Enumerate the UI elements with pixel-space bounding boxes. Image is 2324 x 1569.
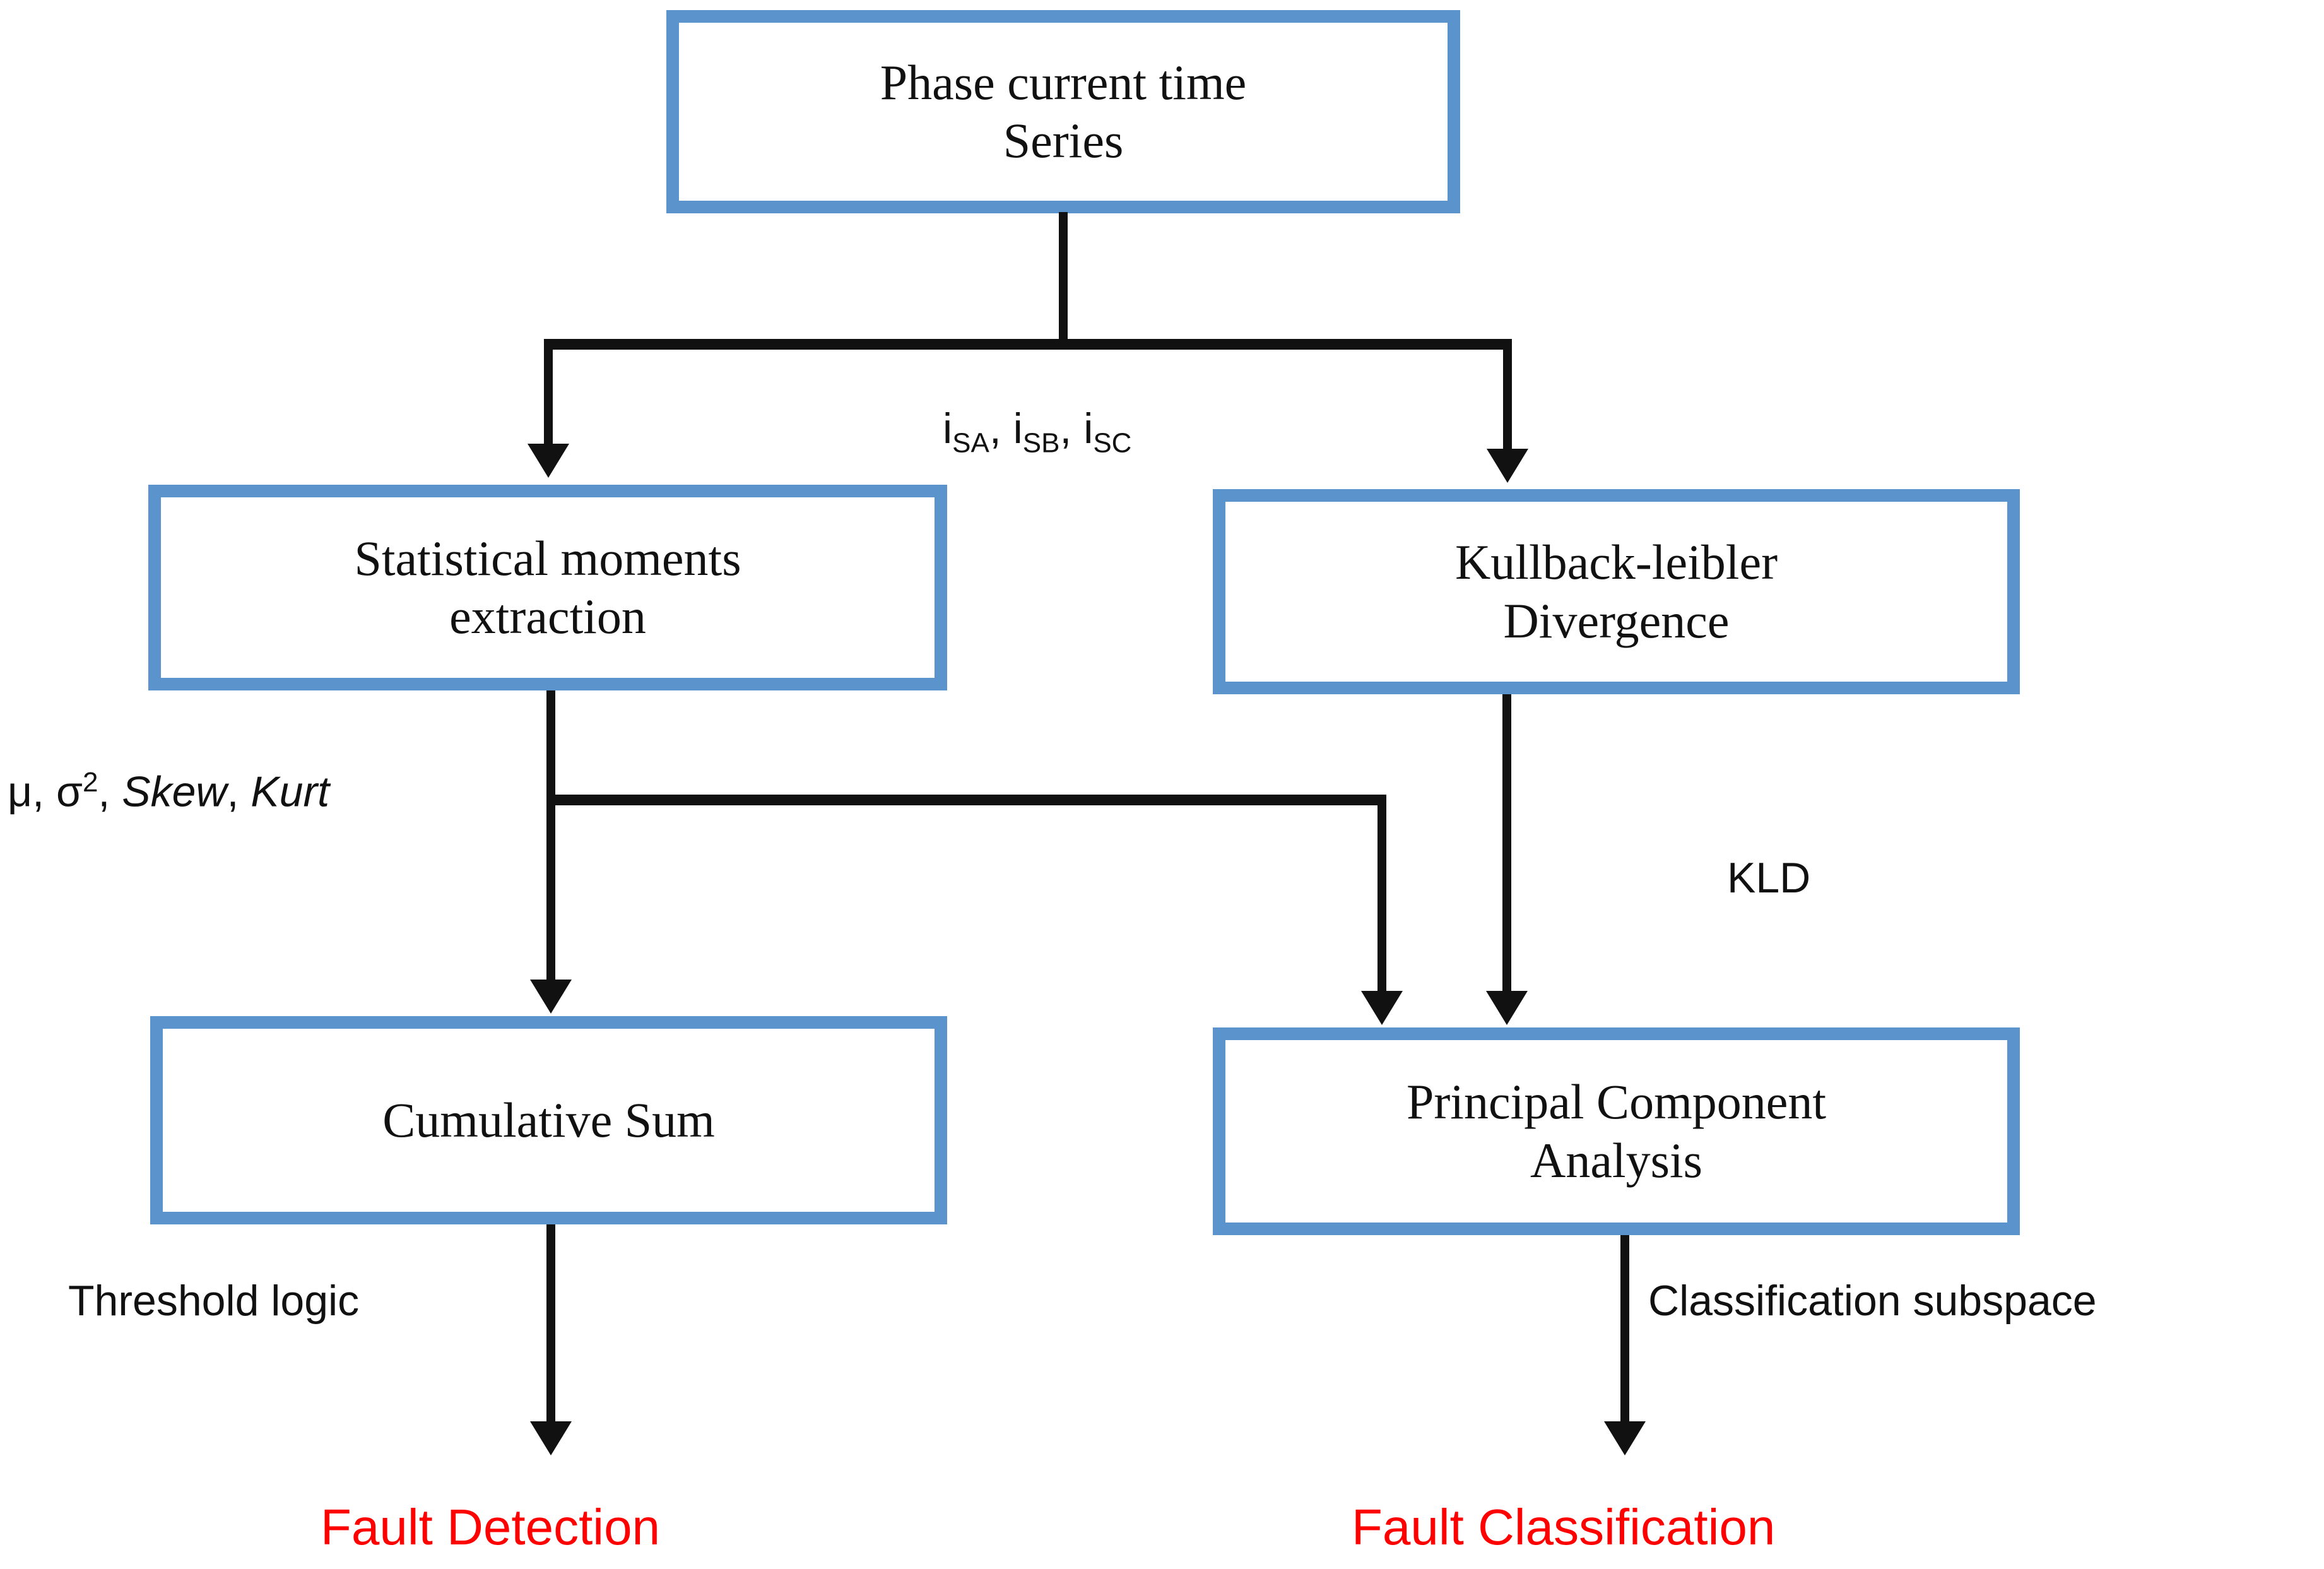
edge-label-phase-currents: iSA, iSB, iSC [943,407,1131,458]
node-cumulative-sum[interactable]: Cumulative Sum [150,1016,947,1224]
arrowhead-stats-to-pca [1361,991,1403,1025]
node-label-source: Phase current time Series [880,54,1247,168]
moments-mu-sigma: μ, σ [8,767,83,816]
moments-comma-1: , [98,767,122,816]
edge-label-kld: KLD [1727,854,1811,902]
moments-skew: Skew [122,767,227,816]
connector-split-bar [544,339,1512,350]
arrowhead-to-kld [1487,449,1528,483]
edge-label-classification-subspace: Classification subspace [1648,1277,2097,1325]
arrowhead-to-cusum [530,980,572,1014]
node-statistical-moments-extraction[interactable]: Statistical moments extraction [148,485,947,690]
moments-kurt: Kurt [251,767,330,816]
current-a-symbol: i [943,405,953,453]
connector-stats-trunk [546,690,555,1002]
connector-source-stem [1059,212,1068,348]
node-label-cusum: Cumulative Sum [382,1092,715,1147]
edge-label-threshold-logic: Threshold logic [68,1277,360,1325]
current-c-subscript: SC [1093,427,1132,459]
edge-label-statistical-moments: μ, σ2, Skew, Kurt [8,769,329,814]
node-principal-component-analysis[interactable]: Principal Component Analysis [1213,1027,2020,1235]
node-phase-current-time-series[interactable]: Phase current time Series [666,10,1460,213]
connector-stats-to-pca-horizontal [546,795,1382,805]
connector-pca-to-classification [1620,1235,1629,1438]
connector-split-left-down [544,339,553,447]
connector-stats-to-pca-vertical [1377,795,1386,1009]
current-b-subscript: SB [1022,427,1060,459]
terminal-fault-classification: Fault Classification [1352,1499,1776,1555]
current-a-subscript: SA [952,427,989,459]
current-sep-2: , i [1059,405,1094,453]
arrowhead-kld-to-pca [1486,991,1528,1025]
arrowhead-to-fault-detection [530,1421,572,1455]
current-sep-1: , i [989,405,1023,453]
arrowhead-to-fault-classification [1604,1421,1646,1455]
node-label-kld: Kullback-leibler Divergence [1454,535,1778,648]
moments-sigma-exponent: 2 [82,767,98,798]
node-label-stats: Statistical moments extraction [354,530,741,644]
node-kullback-leibler-divergence[interactable]: Kullback-leibler Divergence [1213,489,2020,694]
node-label-pca: Principal Component Analysis [1406,1074,1827,1188]
moments-comma-2: , [227,767,251,816]
connector-cusum-to-detection [546,1224,555,1439]
connector-split-right-down [1503,339,1512,453]
terminal-fault-detection: Fault Detection [321,1499,661,1555]
arrowhead-to-stats [528,444,569,478]
connector-kld-to-pca [1502,694,1511,1010]
